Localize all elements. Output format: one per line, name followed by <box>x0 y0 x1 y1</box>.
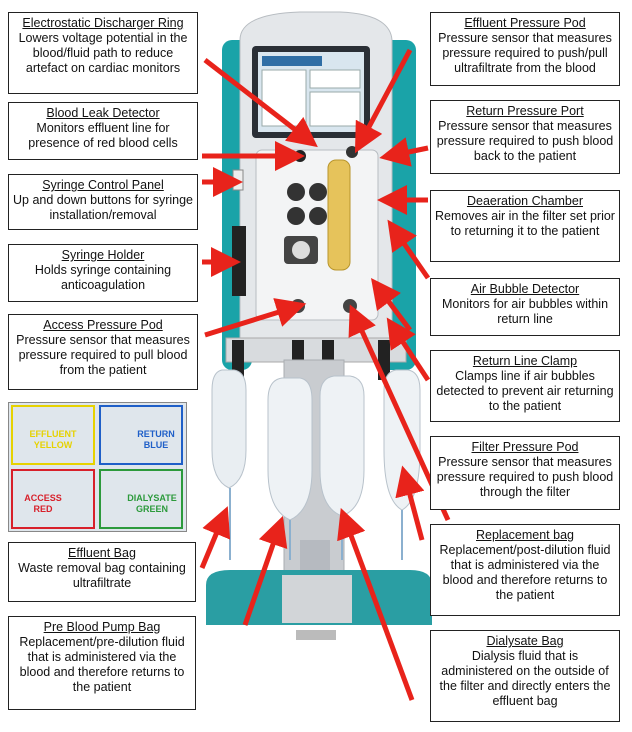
callout-description: Dialysis fluid that is administered on t… <box>439 649 611 708</box>
callout-description: Holds syringe containing anticoagulation <box>34 263 172 292</box>
callout-title: Effluent Bag <box>68 546 136 560</box>
callout-description: Monitors effluent line for presence of r… <box>28 121 178 150</box>
callout-access-pressure: Access Pressure Pod Pressure sensor that… <box>8 314 198 390</box>
pre-blood-pump-bag-shape <box>267 377 313 521</box>
callout-blood-leak: Blood Leak Detector Monitors effluent li… <box>8 102 198 160</box>
callout-description: Clamps line if air bubbles detected to p… <box>436 369 614 413</box>
callout-description: Lowers voltage potential in the blood/fl… <box>18 31 188 75</box>
callout-description: Removes air in the filter set prior to r… <box>435 209 615 238</box>
callout-title: Electrostatic Discharger Ring <box>22 16 184 30</box>
dialysate-quadrant: DIALYSATE GREEN <box>99 469 183 529</box>
callout-title: Access Pressure Pod <box>43 318 163 332</box>
replacement-bag-shape <box>383 369 421 511</box>
callout-deaeration: Deaeration Chamber Removes air in the fi… <box>430 190 620 262</box>
callout-return-pressure: Return Pressure Port Pressure sensor tha… <box>430 100 620 174</box>
callout-title: Deaeration Chamber <box>466 194 584 208</box>
callout-title: Pre Blood Pump Bag <box>43 620 161 634</box>
callout-title: Return Pressure Port <box>466 104 584 118</box>
callout-title: Syringe Holder <box>61 248 145 262</box>
dialysate-green-label: DIALYSATE GREEN <box>127 493 177 514</box>
callout-title: Syringe Control Panel <box>42 178 164 192</box>
callout-title: Effluent Pressure Pod <box>464 16 586 30</box>
callout-description: Pressure sensor that measures pressure r… <box>436 455 614 499</box>
callout-effluent-pressure: Effluent Pressure Pod Pressure sensor th… <box>430 12 620 86</box>
callout-description: Waste removal bag containing ultrafiltra… <box>18 561 186 590</box>
callout-syringe-holder: Syringe Holder Holds syringe containing … <box>8 244 198 302</box>
callout-description: Monitors for air bubbles within return l… <box>441 297 609 326</box>
syringe <box>232 226 246 296</box>
callout-description: Pressure sensor that measures pressure r… <box>438 31 612 75</box>
callout-air-bubble: Air Bubble Detector Monitors for air bub… <box>430 278 620 336</box>
callout-title: Dialysate Bag <box>486 634 564 648</box>
callout-effluent-bag: Effluent Bag Waste removal bag containin… <box>8 542 196 602</box>
callout-title: Blood Leak Detector <box>46 106 160 120</box>
callout-description: Replacement/pre-dilution fluid that is a… <box>19 635 185 694</box>
effluent-bag-shape <box>211 369 247 489</box>
return-blue-label: RETURN BLUE <box>137 429 175 450</box>
callout-description: Replacement/post-dilution fluid that is … <box>439 543 611 602</box>
callout-electrostatic: Electrostatic Discharger Ring Lowers vol… <box>8 12 198 94</box>
callout-description: Pressure sensor that measures pressure r… <box>16 333 190 377</box>
effluent-quadrant: EFFLUENT YELLOW <box>11 405 95 465</box>
callout-pre-blood-pump: Pre Blood Pump Bag Replacement/pre-dilut… <box>8 616 196 710</box>
dialysate-bag-shape <box>319 375 365 517</box>
callout-title: Replacement bag <box>476 528 574 542</box>
access-red-label: ACCESS RED <box>24 493 62 514</box>
callout-description: Pressure sensor that measures pressure r… <box>436 119 614 163</box>
callout-description: Up and down buttons for syringe installa… <box>13 193 193 222</box>
callout-return-clamp: Return Line Clamp Clamps line if air bub… <box>430 350 620 422</box>
callout-syringe-control: Syringe Control Panel Up and down button… <box>8 174 198 230</box>
effluent-yellow-label: EFFLUENT YELLOW <box>29 429 77 450</box>
callout-title: Return Line Clamp <box>472 354 578 368</box>
tubing-color-inset: EFFLUENT YELLOW RETURN BLUE ACCESS RED D… <box>8 402 187 532</box>
callout-filter-pressure: Filter Pressure Pod Pressure sensor that… <box>430 436 620 510</box>
callout-replacement-bag: Replacement bag Replacement/post-dilutio… <box>430 524 620 616</box>
callout-dialysate-bag: Dialysate Bag Dialysis fluid that is adm… <box>430 630 620 722</box>
callout-title: Filter Pressure Pod <box>471 440 579 454</box>
callout-title: Air Bubble Detector <box>470 282 580 296</box>
return-quadrant: RETURN BLUE <box>99 405 183 465</box>
access-quadrant: ACCESS RED <box>11 469 95 529</box>
